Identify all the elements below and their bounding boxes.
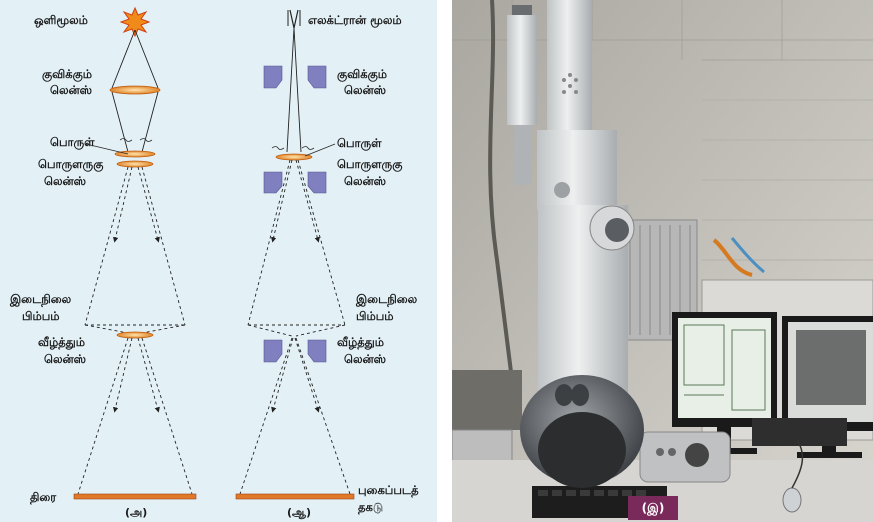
label-projection-lens-a-line1: வீழ்த்தும்: [38, 335, 86, 350]
leader-object-b: [304, 143, 336, 157]
diagram-background: [0, 0, 437, 522]
panel-a-light-microscope: ஒளிமூலம் குவிக்கும் லென்ஸ் பொருள் பொருளர…: [9, 6, 197, 519]
leader-object-a: [85, 143, 129, 155]
label-objective-lens-b-line2: லென்ஸ்: [344, 174, 387, 188]
condenser-lens-a: [109, 85, 161, 95]
condenser-magnet-right: [307, 65, 327, 89]
label-objective-lens-b-line1: பொருளருகு: [337, 157, 403, 172]
label-objective-lens-a-line1: பொருளருகு: [38, 157, 104, 172]
objective-magnet-right: [307, 171, 327, 194]
projection-magnet-left: [263, 339, 283, 363]
projection-magnet-right: [307, 339, 327, 363]
label-objective-lens-a-line2: லென்ஸ்: [44, 174, 87, 188]
photo-plate-b: [235, 493, 355, 500]
screen-a: [73, 493, 197, 500]
projection-lens-a: [116, 331, 154, 339]
panel-b-electron-microscope: எலக்ட்ரான் மூலம் குவிக்கும் லென்ஸ் பொருள…: [235, 9, 419, 519]
label-photo-plate-line1: புகைப்படத்: [358, 483, 419, 498]
label-condenser-lens-b-line1: குவிக்கும்: [337, 67, 388, 82]
label-object-a: பொருள்: [50, 135, 95, 150]
objective-lens-a: [116, 160, 154, 168]
object-a: [114, 150, 156, 158]
electron-microscope-photo: [452, 0, 873, 522]
label-condenser-lens-a-line1: குவிக்கும்: [42, 67, 93, 82]
photo-caption: (இ): [628, 496, 678, 520]
label-photo-plate-line2: தகடு: [358, 500, 383, 515]
objective-magnet-left: [263, 171, 283, 194]
label-projection-lens-b-line1: வீழ்த்தும்: [337, 335, 385, 350]
label-intermediate-image-b-line2: பிம்பம்: [356, 309, 394, 323]
label-light-source: ஒளிமூலம்: [34, 13, 89, 28]
caption-b: (ஆ): [287, 506, 311, 519]
condenser-magnet-left: [263, 65, 283, 89]
label-object-b: பொருள்: [337, 136, 382, 151]
label-intermediate-image-a-line1: இடைநிலை: [9, 292, 72, 307]
label-projection-lens-b-line2: லென்ஸ்: [344, 352, 387, 366]
label-intermediate-image-a-line2: பிம்பம்: [22, 309, 60, 323]
label-screen: திரை: [30, 490, 57, 505]
label-projection-lens-a-line2: லென்ஸ்: [44, 352, 87, 366]
label-intermediate-image-b-line1: இடைநிலை: [355, 292, 418, 307]
object-b: [275, 153, 313, 161]
label-condenser-lens-b-line2: லென்ஸ்: [344, 83, 387, 97]
label-electron-source: எலக்ட்ரான் மூலம்: [308, 13, 402, 28]
caption-a: (அ): [125, 506, 147, 519]
microscope-comparison-diagram: ஒளிமூலம் குவிக்கும் லென்ஸ் பொருள் பொருளர…: [0, 0, 437, 522]
light-source-icon: [119, 6, 151, 38]
label-condenser-lens-a-line2: லென்ஸ்: [50, 83, 93, 97]
